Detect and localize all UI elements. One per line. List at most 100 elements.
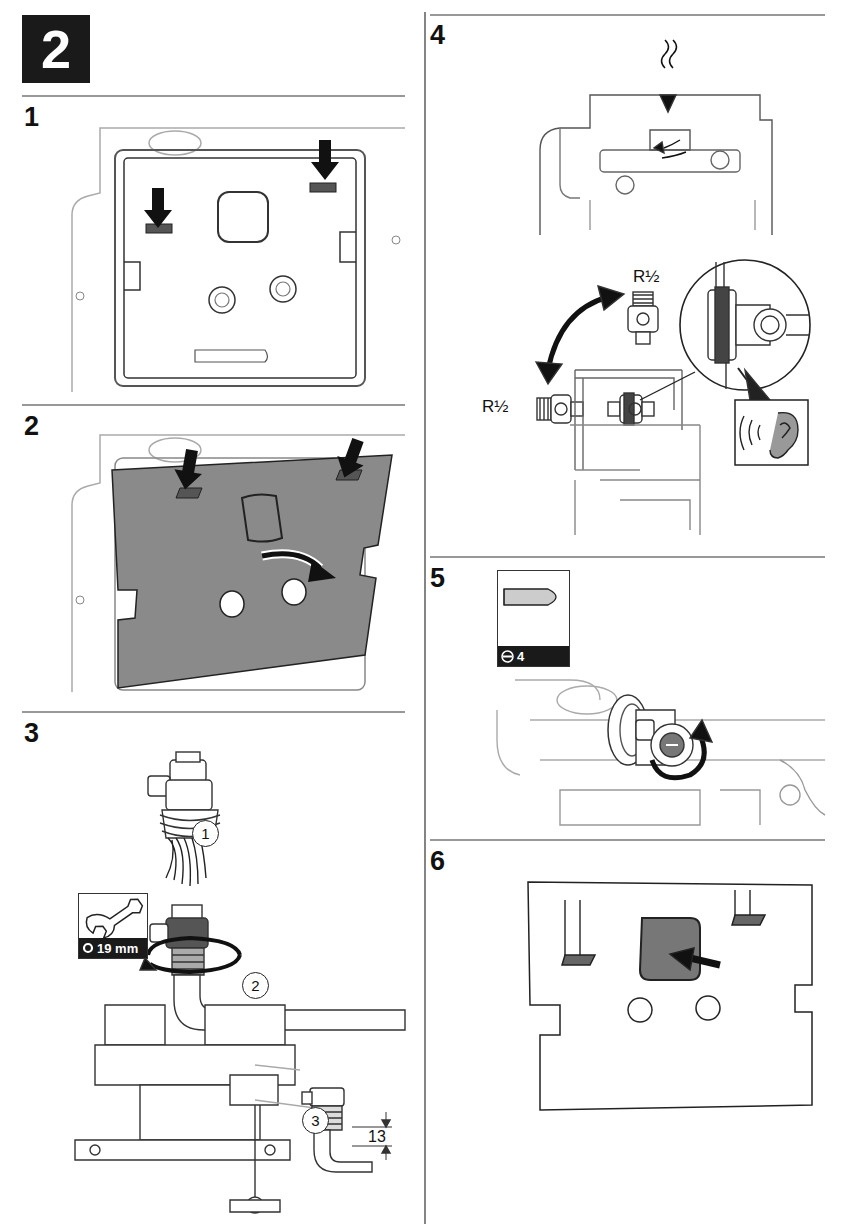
ring-spanner-symbol — [82, 942, 94, 954]
line-art — [560, 760, 825, 825]
step-number: 5 — [430, 565, 445, 592]
callout-number: 1 — [201, 826, 209, 841]
callout-circle: 3 — [302, 1107, 329, 1134]
line-art — [265, 1145, 275, 1155]
line-art — [660, 95, 676, 112]
line-art — [504, 589, 556, 605]
line-art — [430, 556, 825, 557]
line-art — [171, 448, 206, 492]
valve-install-step5 — [497, 680, 825, 825]
line-art — [636, 720, 654, 740]
line-art — [150, 955, 240, 972]
line-art — [570, 425, 700, 535]
line-art — [149, 131, 201, 155]
line-art — [598, 286, 624, 310]
line-art — [176, 752, 200, 762]
line-art — [715, 287, 729, 363]
line-art — [424, 12, 425, 1224]
line-art — [195, 350, 268, 362]
line-art — [340, 232, 356, 262]
dimension: 13 — [368, 1129, 386, 1145]
line-art — [690, 958, 720, 965]
line-art — [670, 948, 694, 970]
line-art — [537, 398, 551, 420]
line-art — [780, 785, 800, 805]
line-art — [754, 309, 786, 341]
line-art — [528, 882, 812, 1110]
line-art — [690, 720, 712, 742]
valve-and-vise-step3 — [75, 752, 405, 1213]
line-art — [75, 1140, 290, 1160]
line-art — [629, 403, 641, 415]
line-art — [352, 1127, 392, 1146]
line-art — [666, 744, 678, 746]
line-art — [311, 140, 339, 180]
line-art — [654, 142, 664, 153]
line-art — [662, 140, 686, 158]
line-art — [172, 955, 204, 969]
line-art — [220, 591, 244, 617]
line-art — [170, 760, 206, 782]
line-art — [308, 560, 336, 582]
line-art — [430, 839, 825, 840]
line-art — [254, 1105, 255, 1200]
line-art — [72, 128, 405, 392]
line-art — [124, 158, 356, 378]
tool-size: 4 — [517, 649, 524, 664]
line-art — [148, 938, 240, 955]
line-art — [780, 423, 790, 438]
line-art — [218, 192, 268, 242]
section-number-box: 2 — [22, 15, 90, 83]
line-art — [616, 176, 634, 194]
line-art — [642, 402, 654, 416]
step-number: 2 — [24, 413, 39, 440]
line-art — [76, 292, 84, 300]
screwdriver-blade-icon — [498, 571, 571, 646]
line-art — [392, 236, 400, 244]
line-art — [590, 200, 755, 230]
line-art — [557, 686, 617, 714]
cistern-and-fittings-step4 — [536, 40, 810, 535]
line-art — [637, 313, 649, 325]
line-art — [302, 1092, 312, 1104]
line-art — [124, 262, 140, 290]
line-art — [640, 918, 700, 980]
section-number: 2 — [41, 22, 71, 76]
step-number: 1 — [24, 104, 39, 131]
line-art — [571, 402, 583, 416]
line-art — [310, 1088, 344, 1106]
line-art — [652, 735, 704, 778]
line-art — [282, 579, 306, 605]
callout-circle: 1 — [192, 820, 219, 847]
line-art — [640, 372, 695, 400]
line-art — [636, 332, 650, 344]
line-art — [22, 95, 405, 96]
tool-icon-box: 4 — [497, 570, 570, 667]
tool-size-band: 19 mm — [79, 938, 147, 958]
step-number: 6 — [430, 848, 445, 875]
line-art — [22, 404, 405, 405]
line-art — [711, 151, 729, 169]
line-art — [662, 40, 677, 68]
cistern-frame-step2 — [72, 435, 405, 692]
line-art — [242, 494, 282, 541]
line-art — [770, 413, 798, 458]
line-art — [331, 435, 371, 482]
line-art — [740, 416, 760, 450]
line-art — [112, 455, 392, 688]
line-art — [215, 293, 229, 307]
line-art — [230, 1200, 280, 1212]
line-art — [276, 282, 290, 296]
line-art — [314, 1130, 372, 1172]
line-art — [575, 370, 682, 470]
thread-size: R½ — [482, 398, 508, 415]
rule-lines — [22, 12, 825, 1224]
line-art — [504, 589, 505, 605]
line-art — [140, 958, 156, 970]
line-art — [209, 287, 235, 313]
line-art — [72, 435, 405, 692]
line-art — [608, 402, 620, 416]
line-art — [310, 183, 336, 192]
line-art — [660, 733, 684, 757]
